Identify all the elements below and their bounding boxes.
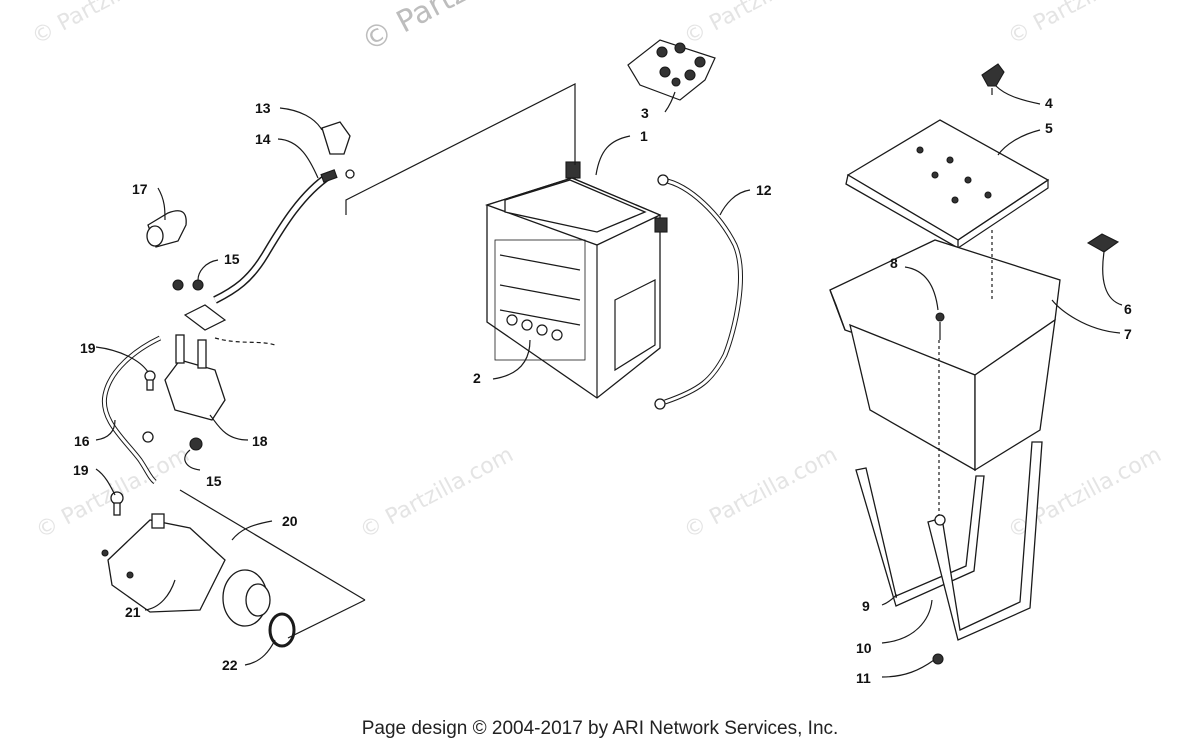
battery-box-illustration — [829, 230, 1061, 520]
leader-lines — [95, 85, 1123, 678]
callout-16: 16 — [74, 433, 90, 449]
boot-17-illustration — [146, 210, 187, 248]
cable-14-illustration — [213, 121, 355, 304]
starter-motor-illustration — [101, 489, 366, 648]
callout-7: 7 — [1124, 326, 1132, 342]
callout-2: 2 — [473, 370, 481, 386]
callout-22: 22 — [222, 657, 238, 673]
cover-illustration — [845, 119, 1050, 250]
callout-5: 5 — [1045, 120, 1053, 136]
callout-9: 9 — [862, 598, 870, 614]
callout-21: 21 — [125, 604, 141, 620]
callout-6: 6 — [1124, 301, 1132, 317]
callout-20: 20 — [282, 513, 298, 529]
callout-19b: 19 — [73, 462, 89, 478]
footer-copyright: Page design © 2004-2017 by ARI Network S… — [361, 718, 839, 739]
leader-frame — [345, 83, 576, 215]
callout-8: 8 — [890, 255, 898, 271]
solenoid-illustration — [164, 279, 276, 451]
callout-3: 3 — [641, 105, 649, 121]
callout-15b: 15 — [206, 473, 222, 489]
callout-12: 12 — [756, 182, 772, 198]
battery-illustration — [484, 161, 668, 399]
callout-1: 1 — [640, 128, 648, 144]
callout-17: 17 — [132, 181, 148, 197]
clip-illustration — [1086, 233, 1120, 253]
cable-12-illustration — [654, 174, 743, 410]
callout-10: 10 — [856, 640, 872, 656]
callout-19a: 19 — [80, 340, 96, 356]
straps-illustration — [855, 441, 1043, 665]
callout-13: 13 — [255, 100, 271, 116]
callout-4: 4 — [1045, 95, 1053, 111]
callout-11: 11 — [856, 670, 871, 686]
callout-14: 14 — [255, 131, 271, 147]
callout-labels: 1 2 3 4 5 6 7 8 9 10 11 12 13 14 15 15 1… — [73, 95, 1132, 686]
knob-illustration — [981, 63, 1005, 95]
callout-18: 18 — [252, 433, 268, 449]
hardware-kit-illustration — [627, 39, 716, 101]
callout-15a: 15 — [224, 251, 240, 267]
cable-16-illustration — [101, 335, 162, 516]
